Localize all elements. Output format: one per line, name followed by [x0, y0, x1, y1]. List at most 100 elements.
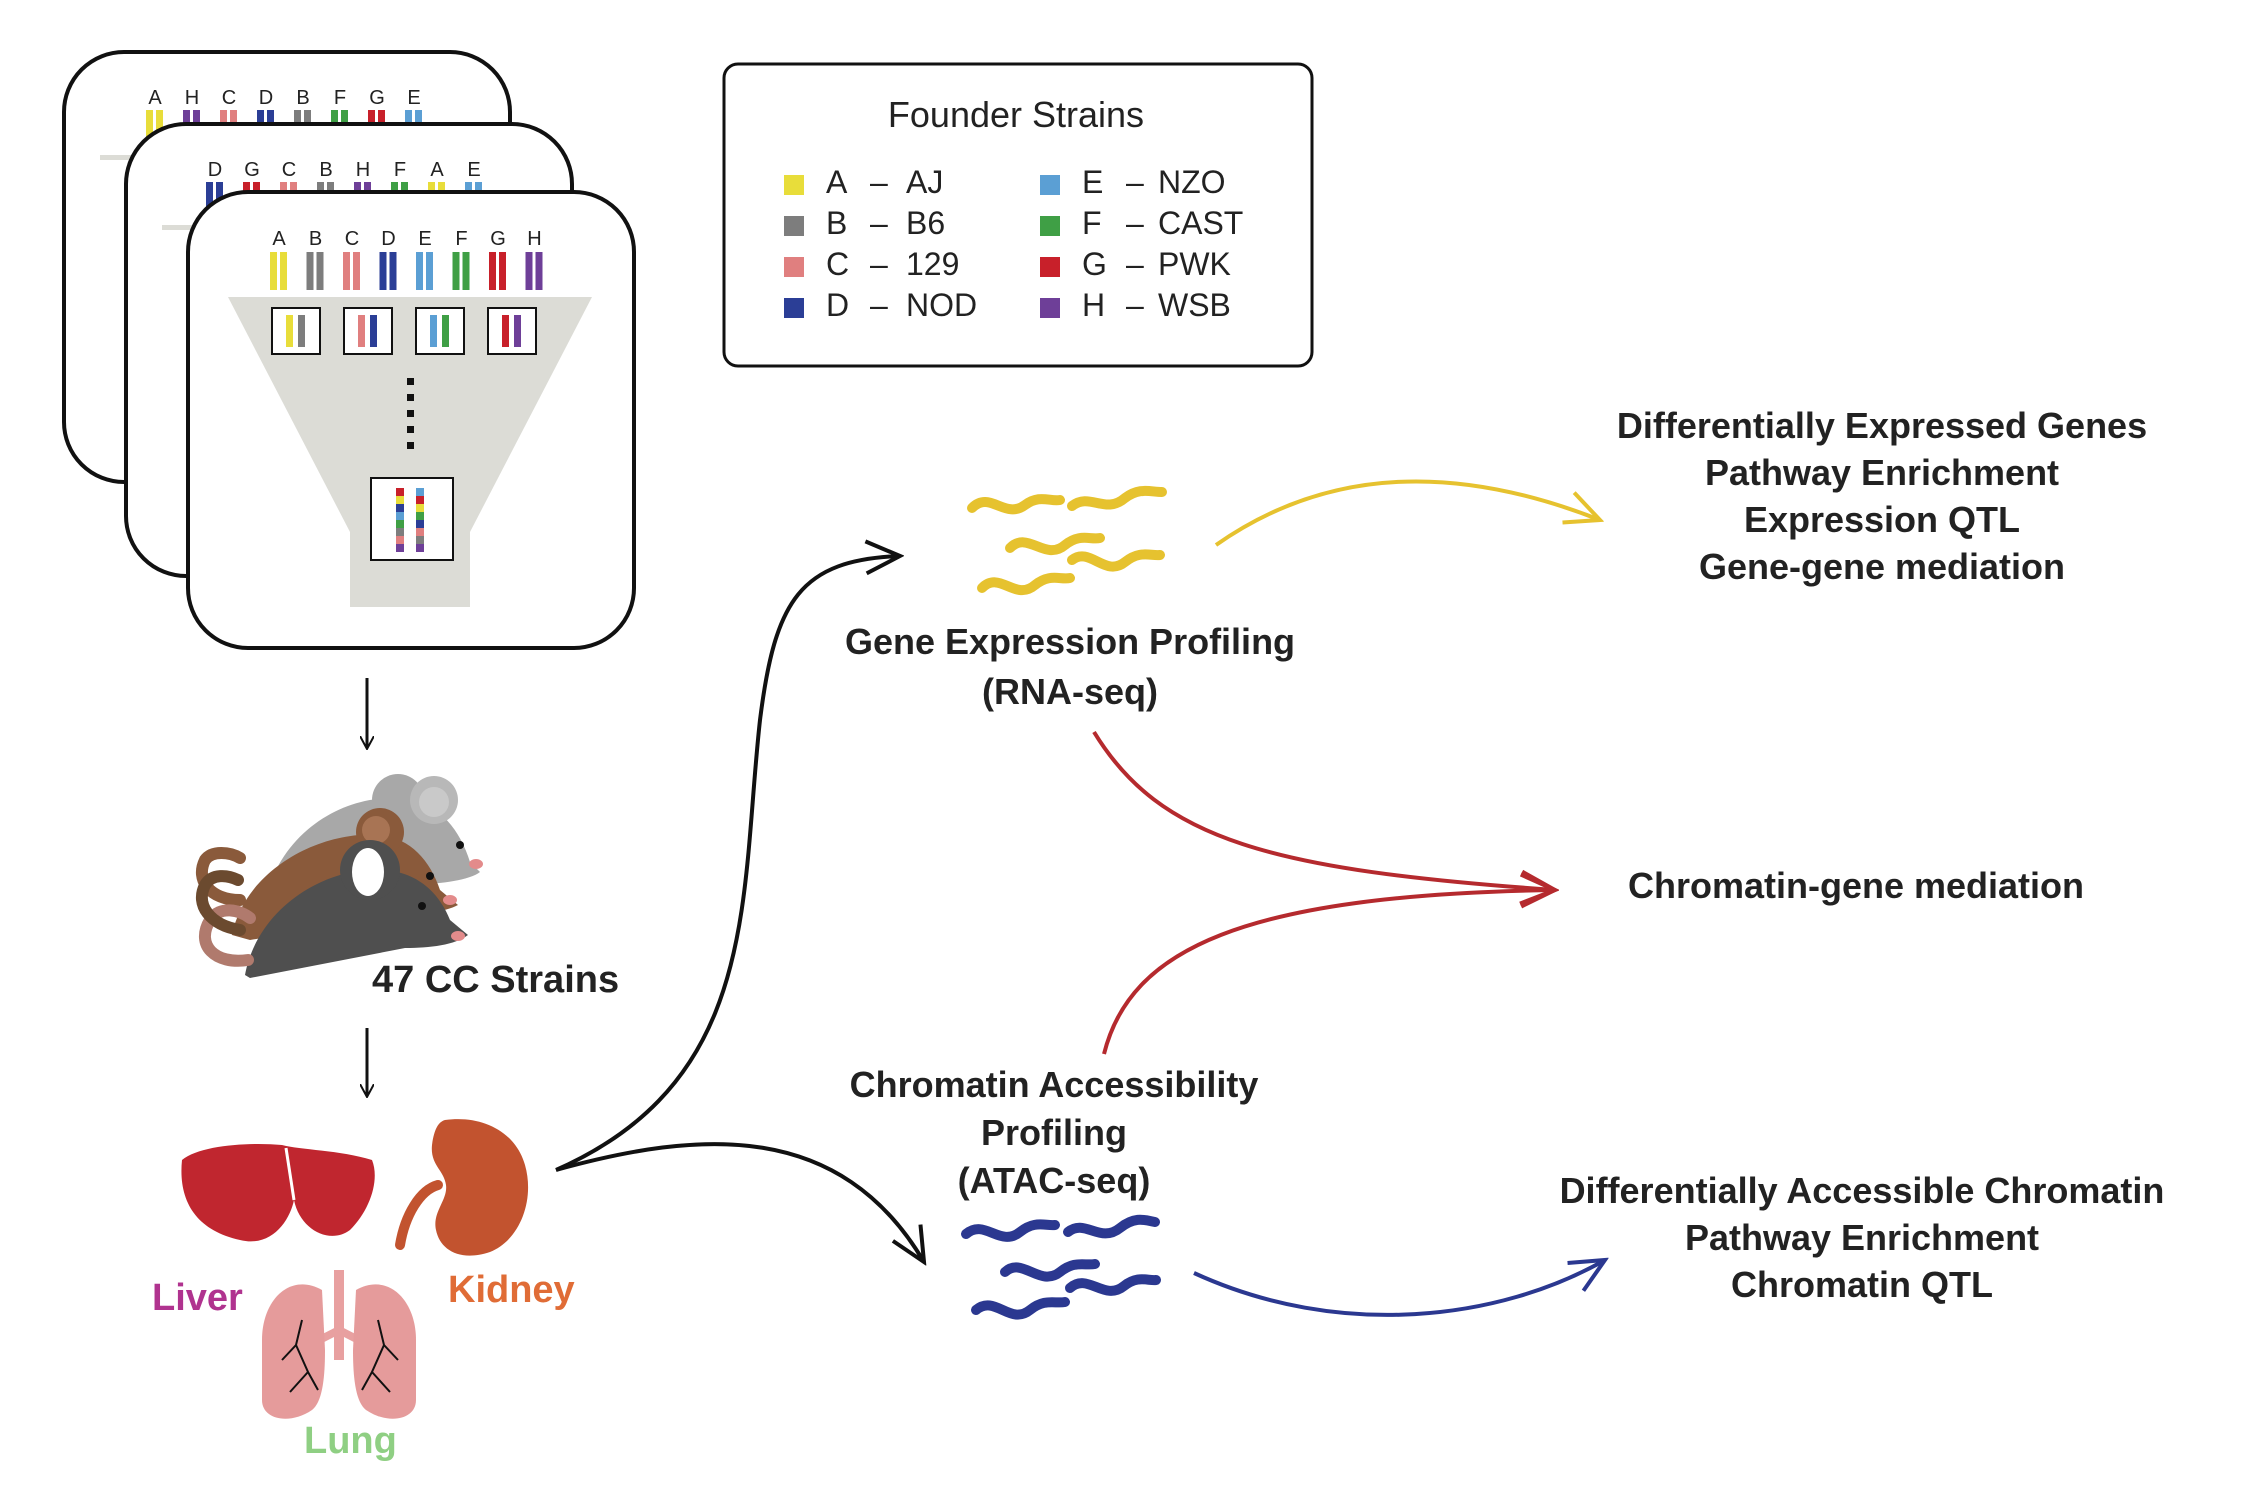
rna-subtitle: (RNA-seq) [982, 671, 1158, 712]
atac-result-2: Pathway Enrichment [1685, 1217, 2039, 1258]
legend-letter: D [826, 287, 849, 323]
cc-genome-segment [396, 496, 404, 504]
rna-result-4: Gene-gene mediation [1699, 546, 2065, 587]
legend-separator: – [1126, 246, 1144, 282]
cc-genome-segment [416, 496, 424, 504]
founder-bar [525, 252, 533, 290]
cc-genome-segment [416, 504, 424, 512]
founder-bar [535, 252, 543, 290]
legend-strain-name: 129 [906, 246, 959, 282]
founder-letter: H [185, 87, 199, 109]
liver-icon [181, 1143, 375, 1242]
legend-strain-name: NOD [906, 287, 977, 323]
legend-swatch [784, 298, 804, 318]
legend-strain-name: NZO [1158, 164, 1226, 200]
cc-genome-segment [416, 520, 424, 528]
rna-reads-icon [967, 485, 1167, 596]
founder-bar [489, 252, 496, 290]
founder-bar [343, 252, 350, 290]
mice-icon [195, 774, 483, 978]
atac-title: Chromatin Accessibility [850, 1064, 1259, 1105]
founder-bar [206, 182, 213, 216]
legend-separator: – [870, 164, 888, 200]
founder-letter: A [430, 159, 444, 181]
cc-genome-segment [416, 488, 424, 496]
founder-bar [270, 252, 277, 290]
founder-letter: E [467, 159, 480, 181]
legend-box [722, 62, 1314, 368]
legend-swatch [784, 257, 804, 277]
legend-letter: A [826, 164, 848, 200]
legend-swatch [1040, 216, 1060, 236]
arrow-tissues-to-rna [555, 556, 900, 1172]
legend-strain-name: CAST [1158, 205, 1243, 241]
founder-bar [156, 110, 163, 140]
legend-letter: F [1082, 205, 1102, 241]
founder-letter: A [148, 87, 162, 109]
founder-bar [306, 252, 314, 290]
cc-genome-segment [416, 528, 424, 536]
cc-genome-segment [416, 544, 424, 552]
founder-letter: E [418, 228, 431, 250]
legend-strain-name: AJ [906, 164, 943, 200]
atac-method: (ATAC-seq) [958, 1160, 1151, 1201]
legend-letter: C [826, 246, 849, 282]
rna-result-2: Pathway Enrichment [1705, 452, 2059, 493]
arrow-atac-to-mediation [1102, 890, 1555, 1055]
founder-letter: F [455, 228, 467, 250]
cc-genome-segment [416, 536, 424, 544]
cross-box [415, 307, 465, 355]
kidney-icon [395, 1119, 529, 1256]
legend-strain-name: PWK [1158, 246, 1231, 282]
founder-bar [316, 252, 324, 290]
legend-strain-name: B6 [906, 205, 945, 241]
cross-box [343, 307, 393, 355]
founder-letter: D [208, 159, 222, 181]
founder-letter: F [334, 87, 346, 109]
cc-genome-bars [396, 488, 424, 552]
cross-bar [442, 315, 449, 347]
cc-strains-label: 47 CC Strains [372, 959, 619, 1001]
arrow-rna-to-results [1214, 479, 1600, 547]
founder-bar [353, 252, 360, 290]
legend-letter: G [1082, 246, 1107, 282]
cross-box [487, 307, 537, 355]
legend-swatch [1040, 298, 1060, 318]
atac-result-1: Differentially Accessible Chromatin [1560, 1170, 2165, 1211]
founder-letter: F [394, 159, 406, 181]
kidney-label: Kidney [448, 1269, 575, 1311]
cross-box [271, 307, 321, 355]
legend-separator: – [870, 246, 888, 282]
cc-genome-segment [396, 512, 404, 520]
founder-letter: B [309, 228, 322, 250]
legend-separator: – [870, 205, 888, 241]
founder-bar [452, 252, 460, 290]
cc-genome-box [370, 477, 454, 561]
rna-result-3: Expression QTL [1744, 499, 2020, 540]
cross-boxes [271, 307, 537, 355]
cc-genome-segment [396, 488, 404, 496]
mediation-label: Chromatin-gene mediation [1628, 865, 2084, 906]
rna-result-1: Differentially Expressed Genes [1617, 405, 2147, 446]
legend-swatch [1040, 175, 1060, 195]
founder-letter: C [345, 228, 359, 250]
liver-label: Liver [152, 1277, 243, 1319]
founder-bar [426, 252, 433, 290]
founder-bar [499, 252, 506, 290]
cross-bar [286, 315, 293, 347]
legend: Founder Strains A–AJB–B6C–129D–NODE–NZOF… [722, 62, 1314, 368]
founder-bar [389, 252, 397, 290]
legend-separator: – [1126, 287, 1144, 323]
founder-bar [280, 252, 287, 290]
legend-separator: – [1126, 164, 1144, 200]
founder-letter: G [369, 87, 385, 109]
cross-bar [370, 315, 377, 347]
legend-separator: – [1126, 205, 1144, 241]
founder-bar [379, 252, 387, 290]
legend-letter: H [1082, 287, 1105, 323]
rna-title: Gene Expression Profiling [845, 621, 1295, 662]
legend-swatch [784, 175, 804, 195]
legend-letter: E [1082, 164, 1103, 200]
